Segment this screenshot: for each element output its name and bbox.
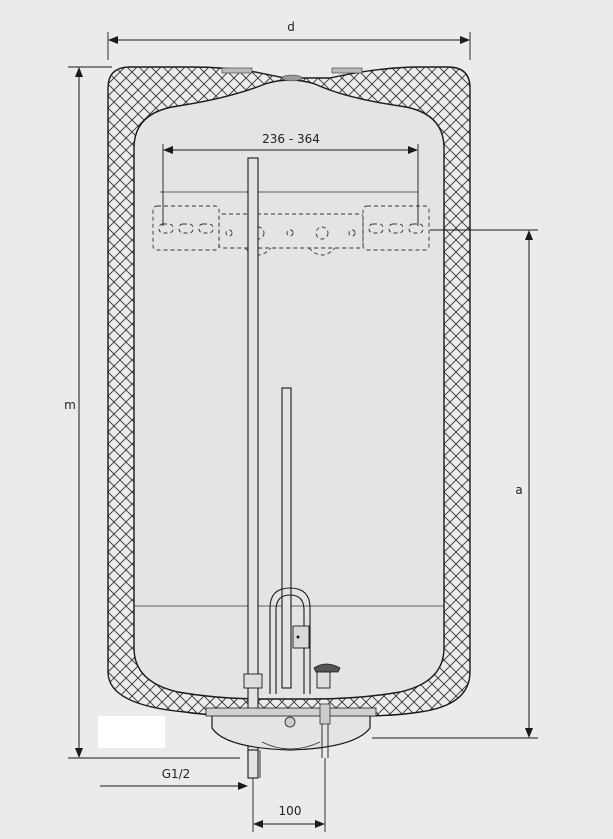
pipe-connector [243, 673, 263, 689]
dimension-mount-height: a [372, 229, 538, 739]
bottom-flange [205, 703, 377, 751]
dimension-pipe-spacing: 100 [252, 758, 326, 832]
dimension-bracket-span: 236 - 364 [162, 132, 419, 226]
anode-cap [313, 663, 341, 673]
internal-pipes [243, 157, 341, 759]
height-label: m [64, 398, 76, 412]
dimension-width: d [107, 20, 471, 60]
pipe-spacing-label: 100 [279, 804, 302, 818]
bracket-span-label: 236 - 364 [262, 132, 320, 146]
cold-water-pipe [281, 387, 292, 689]
heating-element [269, 587, 311, 694]
thermostat [292, 625, 310, 649]
right-bracket [362, 205, 430, 251]
hot-water-pipe [247, 157, 259, 759]
center-bracket [218, 213, 364, 249]
dimension-height: m [64, 66, 240, 759]
left-bracket [152, 205, 220, 251]
width-label: d [287, 20, 295, 34]
label-patch [98, 716, 165, 748]
top-cap-details [221, 67, 363, 82]
dimension-thread: G1/2 [100, 767, 248, 790]
mount-height-label: a [515, 483, 522, 497]
thread-label: G1/2 [162, 767, 191, 781]
